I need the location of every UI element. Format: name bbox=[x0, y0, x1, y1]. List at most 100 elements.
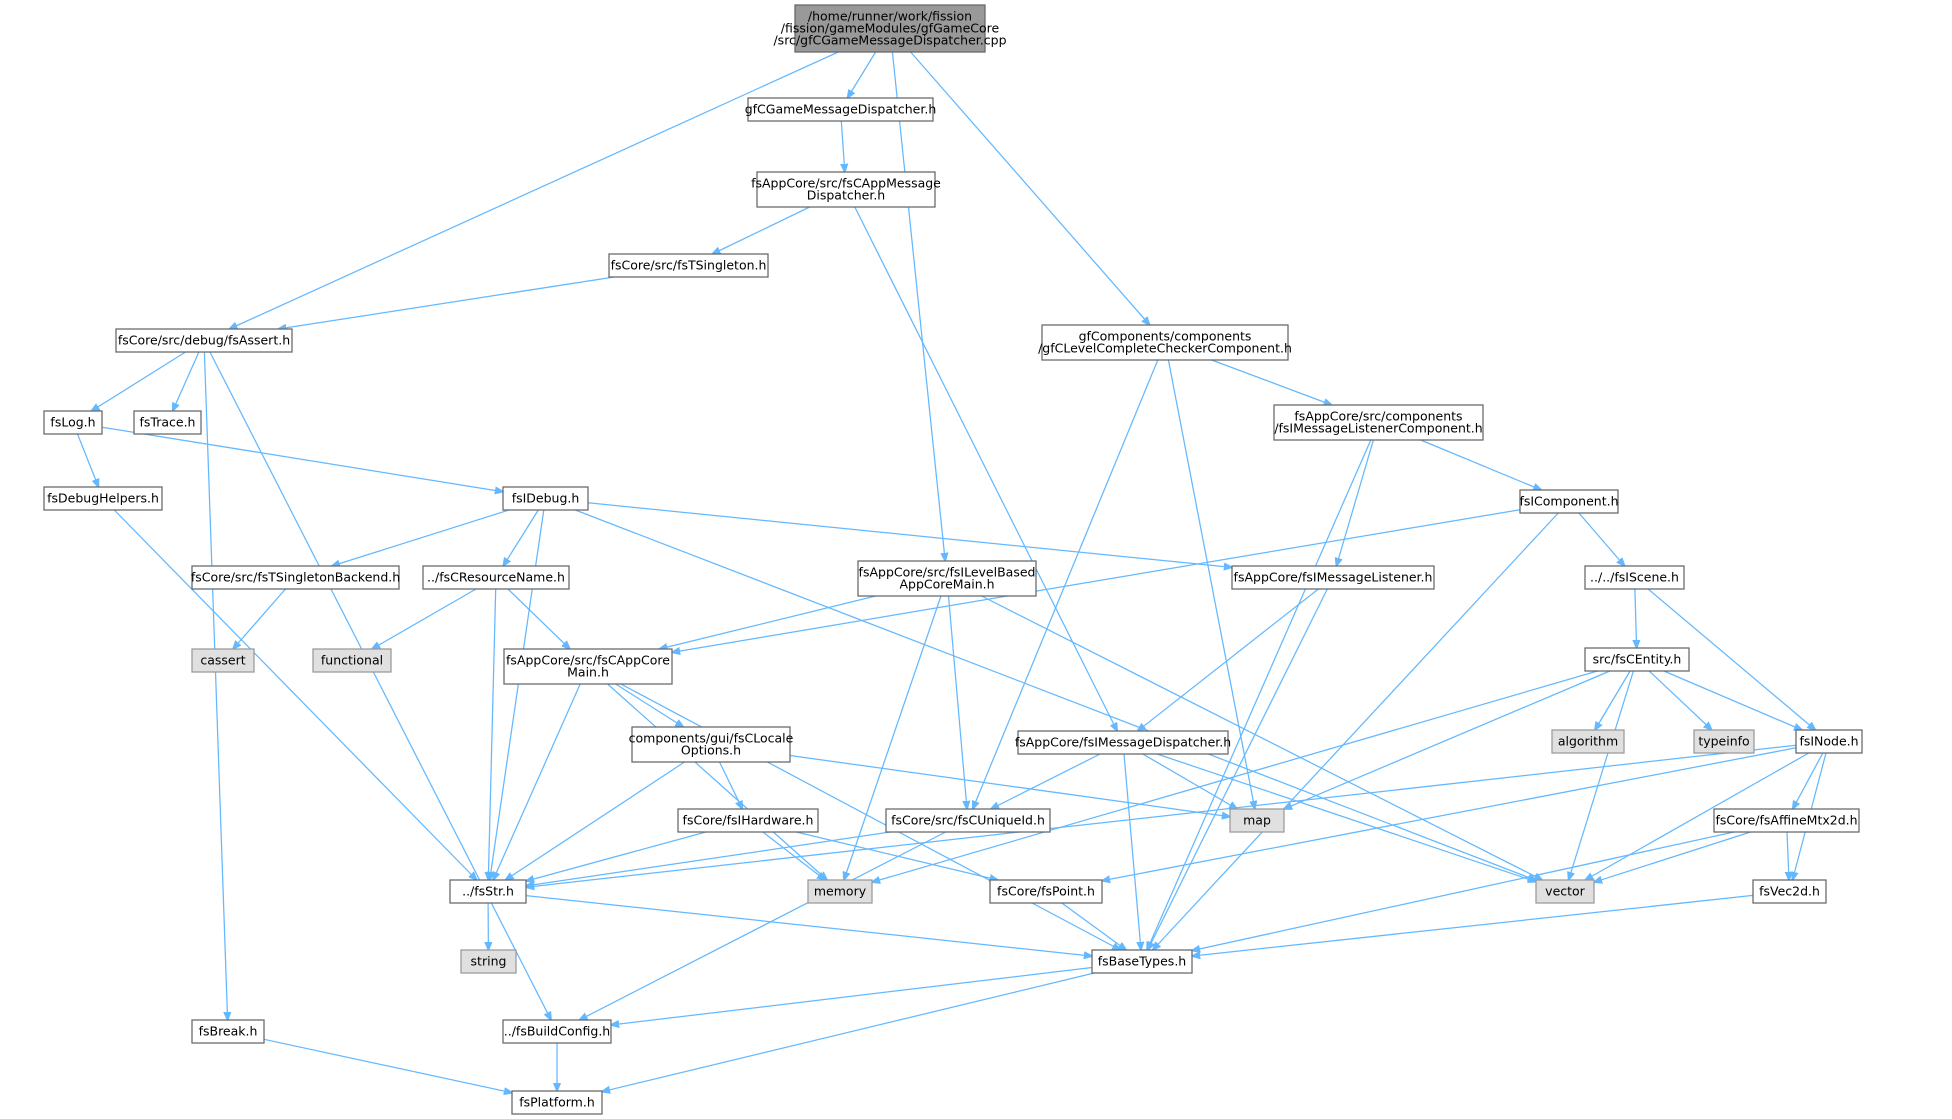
node-box bbox=[1693, 729, 1755, 754]
edge-fsihardware-h-to-fsstr-h bbox=[526, 831, 707, 881]
edge-fsinode-h-to-fsstr-h bbox=[526, 744, 1797, 887]
node-memory[interactable]: memory bbox=[807, 879, 873, 904]
node-fsinode-h[interactable]: fsINode.h bbox=[1795, 729, 1863, 754]
edge-fsclocaleoptions-h-to-map bbox=[789, 754, 1230, 817]
node-label: fsCore/fsAffineMtx2d.h bbox=[1715, 813, 1857, 828]
node-label: fsAppCore/src/components bbox=[1294, 409, 1462, 424]
node-fspoint-h[interactable]: fsCore/fsPoint.h bbox=[989, 879, 1103, 904]
node-label: fsVec2d.h bbox=[1759, 884, 1820, 899]
edge-fscresourcename-h-to-functional bbox=[372, 588, 477, 649]
node-box bbox=[422, 565, 570, 590]
node-functional[interactable]: functional bbox=[312, 648, 392, 673]
edge-fscappmessagedispatcher-h-to-fsimessagedispatcher-h bbox=[854, 206, 1117, 731]
edge-fsclocaleoptions-h-to-fsstr-h bbox=[505, 761, 685, 880]
edge-gfclevelcompletecheckercomponent-h-to-fscuniqueid-h bbox=[973, 359, 1159, 809]
node-fstrace-h[interactable]: fsTrace.h bbox=[133, 410, 202, 435]
node-root[interactable]: /home/runner/work/fission/fission/gameMo… bbox=[773, 4, 1007, 53]
node-box bbox=[1273, 404, 1484, 441]
node-fsimessagelistener-h[interactable]: fsAppCore/fsIMessageListener.h bbox=[1231, 565, 1435, 590]
node-box bbox=[677, 808, 819, 833]
edge-fscappcoremain-h-to-memory bbox=[607, 683, 828, 880]
node-fsicomponent-h[interactable]: fsIComponent.h bbox=[1519, 489, 1619, 514]
edge-fsiscene-h-to-fscentity-h bbox=[1635, 588, 1637, 648]
node-cassert[interactable]: cassert bbox=[191, 648, 255, 673]
node-box bbox=[1041, 324, 1289, 361]
node-label: components/gui/fsCLocale bbox=[629, 731, 794, 746]
node-label: ../fsBuildConfig.h bbox=[504, 1024, 610, 1039]
edge-fsaffinemtx2d-h-to-fsbasetypes-h bbox=[1192, 831, 1735, 951]
node-box bbox=[989, 879, 1103, 904]
edge-fsimessagedispatcher-h-to-fsbasetypes-h bbox=[1123, 753, 1141, 950]
node-box bbox=[1091, 949, 1193, 974]
edge-fsimessagelistenercomponent-h-to-fsbasetypes-h bbox=[1147, 439, 1372, 950]
node-label: ../../fsIScene.h bbox=[1590, 570, 1679, 585]
node-label: fsIComponent.h bbox=[1519, 494, 1618, 509]
node-fsaffinemtx2d-h[interactable]: fsCore/fsAffineMtx2d.h bbox=[1713, 808, 1860, 833]
node-fsimessagedispatcher-h[interactable]: fsAppCore/fsIMessageDispatcher.h bbox=[1015, 730, 1231, 755]
node-label: /gfCLevelCompleteCheckerComponent.h bbox=[1038, 341, 1292, 356]
node-box bbox=[1795, 729, 1863, 754]
node-fstsingletonbackend-h[interactable]: fsCore/src/fsTSingletonBackend.h bbox=[191, 565, 400, 590]
node-label: ../fsStr.h bbox=[462, 884, 514, 899]
node-fsimessagelistenercomponent-h[interactable]: fsAppCore/src/components/fsIMessageListe… bbox=[1273, 404, 1484, 441]
node-box bbox=[1017, 730, 1229, 755]
node-fsbasetypes-h[interactable]: fsBaseTypes.h bbox=[1091, 949, 1193, 974]
node-box bbox=[503, 648, 673, 685]
edge-fscentity-h-to-vector bbox=[1569, 670, 1634, 880]
node-box bbox=[885, 808, 1051, 833]
node-box bbox=[1231, 565, 1435, 590]
edge-fscappcoremain-h-to-fsstr-h bbox=[493, 683, 581, 880]
node-label: vector bbox=[1545, 884, 1586, 899]
edge-root-to-fsilevelbasedappcoremain-h bbox=[891, 51, 945, 561]
node-string[interactable]: string bbox=[460, 949, 517, 974]
node-fslog-h[interactable]: fsLog.h bbox=[43, 410, 103, 435]
node-fscentity-h[interactable]: src/fsCEntity.h bbox=[1584, 647, 1690, 672]
node-fscuniqueid-h[interactable]: fsCore/src/fsCUniqueId.h bbox=[885, 808, 1051, 833]
node-label: fsCore/src/fsTSingletonBackend.h bbox=[191, 570, 400, 585]
node-algorithm[interactable]: algorithm bbox=[1551, 729, 1625, 754]
node-fsidebug-h[interactable]: fsIDebug.h bbox=[502, 486, 589, 511]
edge-fsaffinemtx2d-h-to-vector bbox=[1594, 831, 1751, 882]
node-box bbox=[1584, 565, 1685, 590]
node-fscresourcename-h[interactable]: ../fsCResourceName.h bbox=[422, 565, 570, 590]
node-label: AppCoreMain.h bbox=[899, 577, 994, 592]
node-fsassert-h[interactable]: fsCore/src/debug/fsAssert.h bbox=[115, 328, 293, 353]
edge-fsimessagedispatcher-h-to-map bbox=[1142, 753, 1237, 809]
edge-fsidebug-h-to-fsimessagelistener-h bbox=[587, 502, 1232, 568]
edge-fscresourcename-h-to-fscappcoremain-h bbox=[507, 588, 570, 649]
edge-fsidebug-h-to-vector bbox=[575, 509, 1536, 880]
edge-fsilevelbasedappcoremain-h-to-fscuniqueid-h bbox=[947, 595, 968, 809]
node-fsbreak-h[interactable]: fsBreak.h bbox=[191, 1019, 265, 1044]
node-map[interactable]: map bbox=[1229, 808, 1285, 833]
node-vector[interactable]: vector bbox=[1535, 879, 1595, 904]
node-fstsingleton-h[interactable]: fsCore/src/fsTSingleton.h bbox=[608, 253, 769, 278]
node-fsiscene-h[interactable]: ../../fsIScene.h bbox=[1584, 565, 1685, 590]
node-box bbox=[1713, 808, 1860, 833]
node-label: map bbox=[1243, 813, 1271, 828]
edge-fsassert-h-to-fstrace-h bbox=[173, 351, 200, 411]
edge-fsidebug-h-to-fscresourcename-h bbox=[503, 509, 539, 566]
node-box bbox=[857, 560, 1037, 597]
node-fsvec2d-h[interactable]: fsVec2d.h bbox=[1752, 879, 1827, 904]
node-fsstr-h[interactable]: ../fsStr.h bbox=[449, 879, 527, 904]
node-typeinfo[interactable]: typeinfo bbox=[1693, 729, 1755, 754]
node-label: fsAppCore/src/fsCAppCore bbox=[506, 653, 670, 668]
node-box bbox=[511, 1090, 603, 1115]
node-fsbuildconfig-h[interactable]: ../fsBuildConfig.h bbox=[502, 1019, 612, 1044]
node-fsdebughelpers-h[interactable]: fsDebugHelpers.h bbox=[43, 486, 163, 511]
node-gfcgamemessagedispatcher-h[interactable]: gfCGameMessageDispatcher.h bbox=[745, 97, 937, 122]
node-gfclevelcompletecheckercomponent-h[interactable]: gfComponents/components/gfCLevelComplete… bbox=[1038, 324, 1292, 361]
node-label: /src/gfCGameMessageDispatcher.cpp bbox=[773, 33, 1006, 48]
node-box bbox=[631, 726, 791, 763]
edge-fsicomponent-h-to-fsbasetypes-h bbox=[1153, 512, 1559, 950]
edge-fsinode-h-to-fsaffinemtx2d-h bbox=[1793, 752, 1824, 809]
node-box bbox=[460, 949, 517, 974]
edge-fsilevelbasedappcoremain-h-to-vector bbox=[981, 595, 1543, 880]
node-fsihardware-h[interactable]: fsCore/fsIHardware.h bbox=[677, 808, 819, 833]
node-label: string bbox=[471, 954, 507, 969]
node-fsplatform-h[interactable]: fsPlatform.h bbox=[511, 1090, 603, 1115]
